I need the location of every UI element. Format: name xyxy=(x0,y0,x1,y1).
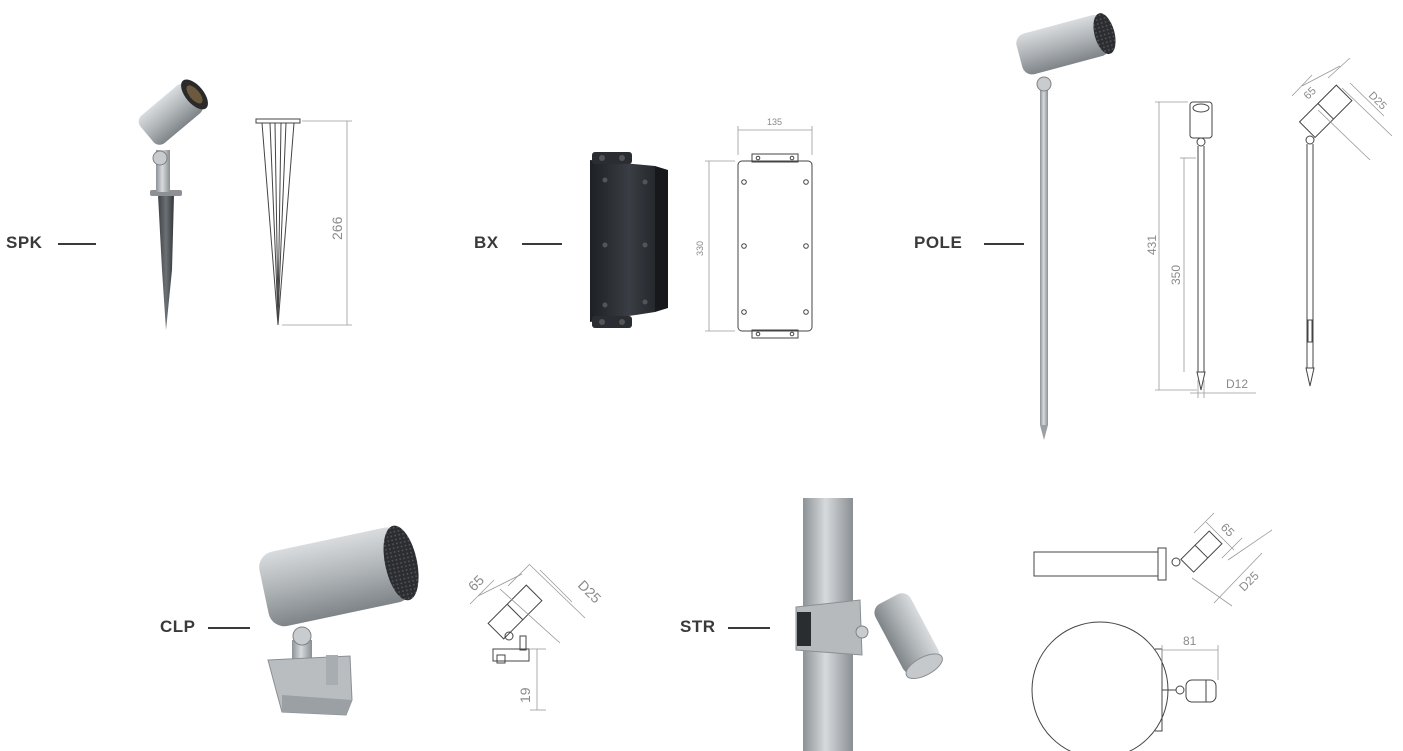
pole-head-dia-dim: D25 xyxy=(1366,90,1389,113)
pole-leader xyxy=(984,243,1024,245)
pole-drawing-front xyxy=(1189,101,1213,391)
clp-drawing xyxy=(487,584,543,664)
str-drawing-bottom xyxy=(1031,621,1217,751)
clp-dimension xyxy=(469,563,586,711)
spk-label: SPK xyxy=(6,233,43,252)
str-drawing-top xyxy=(1033,530,1223,581)
str-label: STR xyxy=(680,617,716,636)
str-leader xyxy=(728,627,770,629)
pole-label: POLE xyxy=(914,233,963,252)
spk-drawing xyxy=(255,118,301,326)
pole-drawing-side xyxy=(1298,84,1353,387)
spk-dimension xyxy=(282,120,352,326)
spk-height-dim: 266 xyxy=(329,216,345,240)
str-bottom-dimension xyxy=(1161,645,1219,680)
pole-stake-dim: 350 xyxy=(1169,265,1183,285)
bx-label: BX xyxy=(474,233,499,252)
str-product-image xyxy=(795,498,943,751)
str-head-dia-dim: D25 xyxy=(1236,568,1262,594)
bx-dimension xyxy=(705,126,813,332)
clp-head-dia-dim: D25 xyxy=(575,577,605,607)
pole-total-dim: 431 xyxy=(1145,235,1159,255)
pole-product-image xyxy=(1016,13,1116,440)
clp-leader xyxy=(208,627,250,629)
pole-head-dimension xyxy=(1291,57,1393,161)
clp-head-len-dim: 65 xyxy=(465,572,487,594)
str-offset-dim: 81 xyxy=(1183,634,1197,648)
spk-leader xyxy=(58,243,96,245)
bx-height-dim: 330 xyxy=(695,241,705,256)
bx-product-image xyxy=(590,152,668,328)
bx-leader xyxy=(522,243,562,245)
pole-dimension xyxy=(1155,101,1256,398)
str-top-dimension xyxy=(1191,512,1273,607)
bx-width-dim: 135 xyxy=(767,117,782,127)
pole-head-len-dim: 65 xyxy=(1302,85,1319,102)
bx-drawing xyxy=(737,153,813,339)
clp-clamp-dim: 19 xyxy=(517,687,533,703)
clp-product-image xyxy=(259,525,419,716)
pole-pipe-dim: D12 xyxy=(1226,377,1248,391)
clp-label: CLP xyxy=(160,617,196,636)
spk-product-image xyxy=(138,79,208,330)
